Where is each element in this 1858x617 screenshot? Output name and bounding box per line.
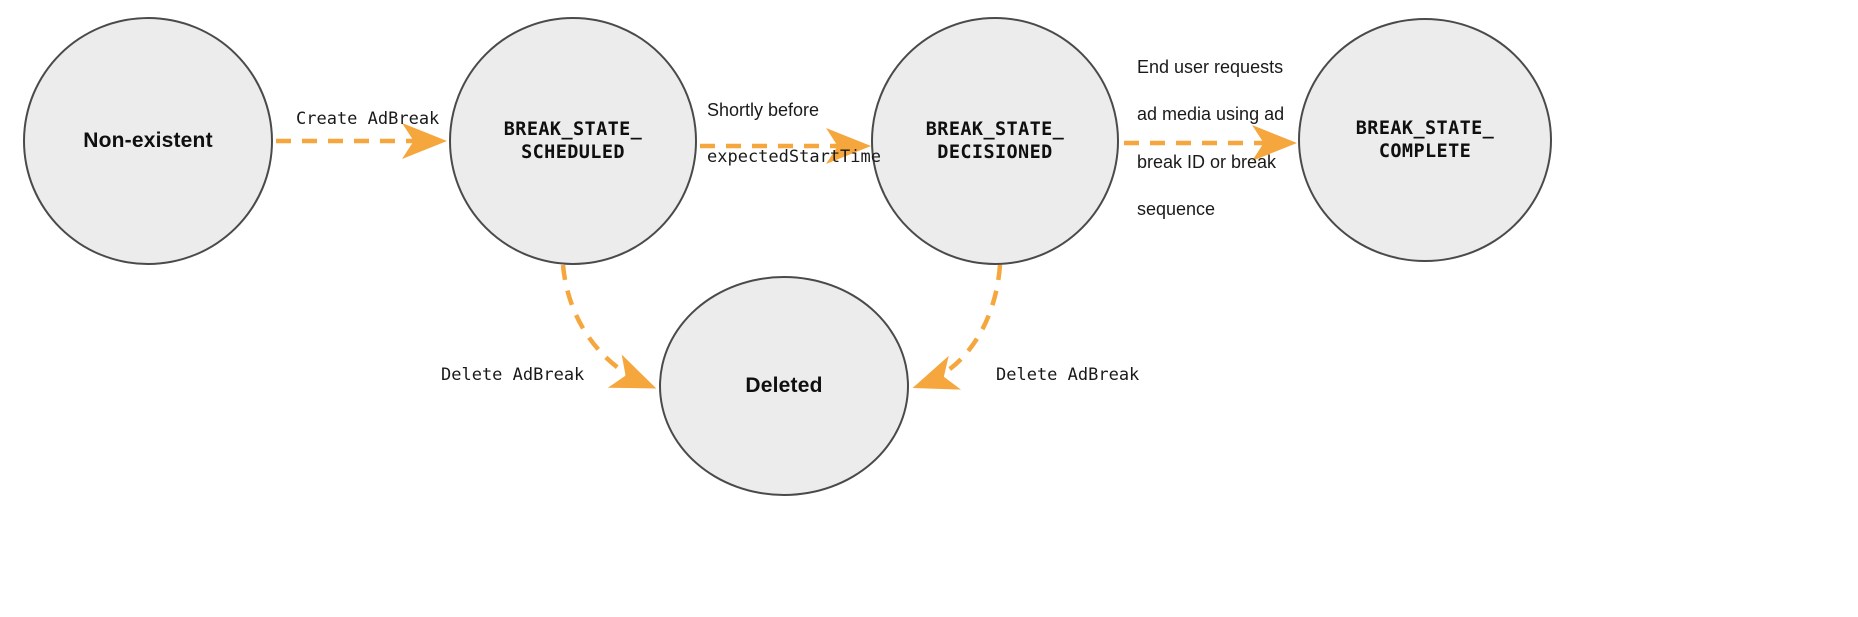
state-node-label: Non-existent <box>83 128 213 152</box>
edge-label-line: Create AdBreak <box>296 109 440 130</box>
edge-label-line: expectedStartTime <box>707 147 881 168</box>
edge-label-line: break ID or break <box>1137 151 1277 172</box>
edge-label-line: ad media using ad <box>1137 104 1285 125</box>
state-node-label: BREAK_STATE_ SCHEDULED <box>503 118 643 163</box>
state-node-non-existent[interactable]: Non-existent <box>23 17 273 265</box>
edge-label-delete-from-scheduled: Delete AdBreak <box>441 342 584 409</box>
state-node-label: BREAK_STATE_ DECISIONED <box>925 118 1065 163</box>
edge-label-create-adbreak: Create AdBreak <box>296 86 439 153</box>
edge-label-line: End user requests <box>1137 56 1284 77</box>
state-node-break-state-complete[interactable]: BREAK_STATE_ COMPLETE <box>1298 18 1552 262</box>
edge-label-delete-from-decisioned: Delete AdBreak <box>996 342 1139 409</box>
edge-label-line: Shortly before <box>707 99 820 120</box>
edge-label-line: sequence <box>1137 199 1216 220</box>
edge-label-shortly-before: Shortly before expectedStartTime <box>707 75 881 192</box>
edge-label-line: Delete AdBreak <box>441 365 585 386</box>
edge-label-line: Delete AdBreak <box>996 365 1140 386</box>
state-node-break-state-decisioned[interactable]: BREAK_STATE_ DECISIONED <box>871 17 1119 265</box>
state-node-label: BREAK_STATE_ COMPLETE <box>1355 117 1495 162</box>
edge-label-end-user-requests: End user requests ad media using ad brea… <box>1137 32 1284 246</box>
state-node-label: Deleted <box>745 373 823 397</box>
state-node-break-state-scheduled[interactable]: BREAK_STATE_ SCHEDULED <box>449 17 697 265</box>
state-node-deleted[interactable]: Deleted <box>659 276 909 496</box>
edge-delete-from-decisioned <box>912 264 1003 390</box>
